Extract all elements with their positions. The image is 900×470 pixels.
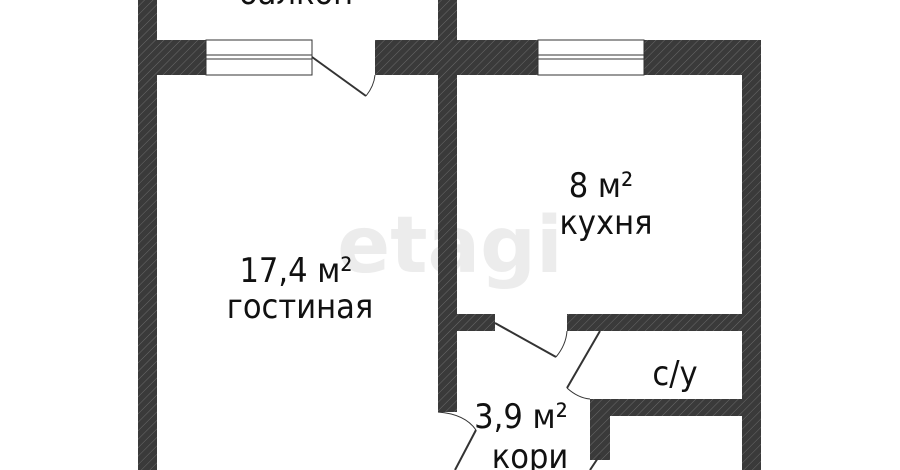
door-room — [589, 454, 601, 470]
corridor-area: 3,9 м² — [474, 397, 568, 437]
door-entrance — [454, 429, 477, 470]
window-living — [205, 39, 313, 76]
door-kitchen — [494, 322, 557, 358]
room-labels: балкон 17,4 м² гостиная 8 м² кухня с/у 3… — [227, 0, 698, 470]
wall-left — [138, 0, 157, 470]
bathroom-name: с/у — [652, 354, 697, 394]
wall-top-left — [138, 40, 206, 75]
balcony-name: балкон — [239, 0, 353, 13]
corridor-name: кори — [492, 437, 568, 470]
door-bathroom — [566, 330, 601, 389]
door-balcony — [311, 56, 367, 97]
living-area: 17,4 м² — [239, 251, 352, 291]
wall-right — [742, 40, 761, 470]
windows — [205, 39, 645, 76]
wall-top-right — [644, 40, 761, 75]
window-kitchen — [537, 39, 645, 76]
living-name: гостиная — [227, 287, 373, 327]
wall-kitchen-bottom-a — [457, 314, 495, 331]
kitchen-area: 8 м² — [569, 166, 634, 206]
wall-bath-stub — [590, 399, 610, 460]
doors — [311, 56, 601, 470]
wall-bath-bottom — [590, 399, 761, 416]
wall-top-mid — [375, 40, 538, 75]
wall-center — [438, 0, 457, 412]
kitchen-name: кухня — [559, 203, 652, 243]
walls — [138, 0, 761, 470]
wall-kitchen-bottom-b — [567, 314, 761, 331]
